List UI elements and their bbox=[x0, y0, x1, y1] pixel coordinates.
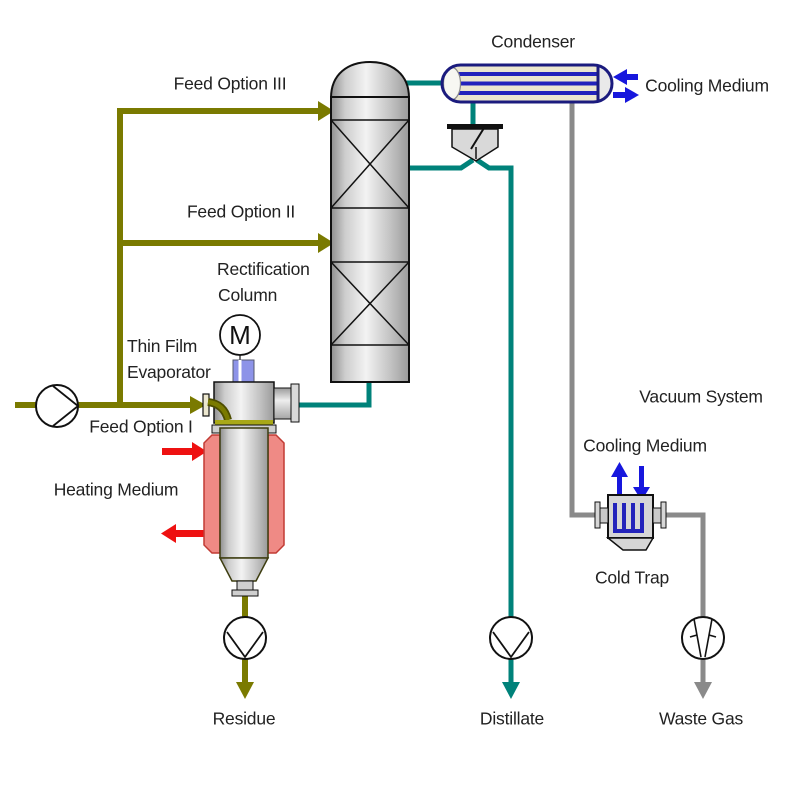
cooling-up-arrow-icon bbox=[611, 462, 628, 477]
condenser-label: Condenser bbox=[491, 31, 575, 52]
reflux-splitter bbox=[447, 124, 503, 162]
splitter-body bbox=[451, 128, 499, 162]
feed-option-2-label: Feed Option II bbox=[186, 201, 296, 222]
vacuum-pump-vane-icon bbox=[693, 618, 702, 658]
heating-in-arrow-icon bbox=[192, 442, 207, 461]
condenser-right-cap bbox=[598, 67, 611, 100]
condenser-tube-icon bbox=[454, 91, 598, 95]
cold-trap-left-stub bbox=[599, 507, 609, 524]
head-gasket bbox=[215, 420, 273, 425]
thin-film-evaporator-label-line2: Evaporator bbox=[127, 362, 211, 382]
motor-label: M bbox=[229, 320, 251, 350]
rectification-column-label-line1: Rectification bbox=[217, 259, 310, 279]
cooling-out-arrow-shaft bbox=[613, 92, 626, 98]
condenser-tube-icon bbox=[454, 72, 598, 76]
distillate-line-upper bbox=[475, 157, 514, 619]
cooling-in-arrow-icon bbox=[613, 69, 627, 85]
cold-trap-left-flange bbox=[594, 501, 601, 529]
evaporator-vessel bbox=[219, 427, 269, 559]
splitter-flap-icon bbox=[470, 127, 485, 150]
evaporator-cone bbox=[218, 557, 270, 582]
vacuum-line-to-cold-trap bbox=[569, 100, 597, 518]
cold-trap-tube-icon bbox=[631, 503, 635, 532]
distillate-pump bbox=[489, 616, 533, 660]
reflux-line bbox=[410, 157, 475, 171]
vacuum-pump-tick-icon bbox=[689, 634, 698, 638]
cold-trap-right-flange bbox=[660, 501, 667, 529]
cold-trap-tube-icon bbox=[640, 503, 644, 532]
vacuum-system-label: Vacuum System bbox=[639, 386, 763, 407]
feed-pump bbox=[35, 384, 80, 428]
motor bbox=[219, 314, 261, 356]
pump-triangle-icon bbox=[52, 385, 80, 427]
vacuum-pump-tick-icon bbox=[708, 634, 717, 638]
heating-in-arrow-shaft bbox=[162, 448, 193, 455]
evaporator-vapor-nozzle bbox=[273, 387, 293, 420]
cold-trap-label: Cold Trap bbox=[594, 567, 670, 588]
thin-film-evaporator: M bbox=[202, 314, 300, 597]
column-dome bbox=[329, 60, 411, 99]
feed-option-3-label: Feed Option III bbox=[173, 73, 287, 94]
agitator-housing bbox=[232, 359, 255, 383]
column-shell bbox=[330, 96, 410, 383]
cold-trap-right-stub bbox=[652, 507, 662, 524]
distillate-piping bbox=[297, 80, 520, 699]
vacuum-pump bbox=[681, 616, 725, 660]
cooling-out-arrow-icon bbox=[625, 87, 639, 103]
splitter-top-bar bbox=[447, 124, 503, 129]
pump-triangle-icon bbox=[492, 631, 530, 659]
distillate-arrow-icon bbox=[502, 682, 520, 699]
packing-cross-icon bbox=[330, 119, 410, 209]
waste-gas-arrow-icon bbox=[694, 682, 712, 699]
heating-out-arrow-icon bbox=[161, 524, 176, 543]
vacuum-pump-vane-icon bbox=[704, 618, 713, 658]
residue-pump bbox=[223, 616, 267, 660]
bottom-nozzle-flange bbox=[231, 589, 259, 597]
cooling-medium-condenser-label: Cooling Medium bbox=[645, 75, 769, 96]
heating-jacket-right bbox=[267, 434, 285, 554]
cold-trap-funnel bbox=[605, 537, 655, 551]
condenser-tube-icon bbox=[454, 81, 598, 86]
cold-trap-up-pipe bbox=[617, 468, 622, 498]
feed-option-1-arrow-icon bbox=[190, 396, 206, 414]
cold-trap bbox=[594, 462, 667, 551]
distillate-label: Distillate bbox=[479, 708, 545, 729]
pump-triangle-icon bbox=[226, 631, 264, 659]
cooling-in-arrow-shaft bbox=[626, 74, 638, 80]
heating-medium-arrows bbox=[161, 442, 207, 543]
heating-medium-label: Heating Medium bbox=[53, 479, 179, 500]
cold-trap-tube-bottom bbox=[613, 529, 644, 533]
condenser-border bbox=[440, 63, 614, 104]
vacuum-line-to-pump bbox=[664, 512, 706, 619]
packing-cross-icon bbox=[330, 261, 410, 346]
heating-jacket-left bbox=[203, 434, 221, 554]
vacuum-piping bbox=[569, 100, 712, 699]
rectification-column bbox=[329, 60, 411, 383]
vapor-nozzle-flange bbox=[290, 383, 300, 423]
residue-label: Residue bbox=[212, 708, 276, 729]
condenser bbox=[440, 63, 639, 104]
cooling-medium-cold-trap-label: Cooling Medium bbox=[583, 435, 707, 456]
heating-out-arrow-shaft bbox=[176, 530, 204, 537]
feed-inlet-elbow bbox=[207, 399, 231, 421]
bottom-nozzle bbox=[236, 580, 254, 591]
cold-trap-tube-icon bbox=[622, 503, 626, 532]
feed-option-1-label: Feed Option I bbox=[89, 416, 193, 437]
feed-option-2-arrow-icon bbox=[318, 233, 334, 253]
cold-trap-down-pipe bbox=[639, 466, 644, 490]
thin-film-evaporator-label-line1: Thin Film bbox=[127, 336, 198, 356]
residue-arrow-icon bbox=[236, 682, 254, 699]
cold-trap-tube-icon bbox=[613, 503, 617, 532]
evaporator-vapor-line bbox=[297, 380, 372, 408]
rectification-column-label-line2: Column bbox=[218, 285, 278, 305]
waste-gas-label: Waste Gas bbox=[658, 708, 744, 729]
feed-option-3-arrow-icon bbox=[318, 101, 334, 121]
